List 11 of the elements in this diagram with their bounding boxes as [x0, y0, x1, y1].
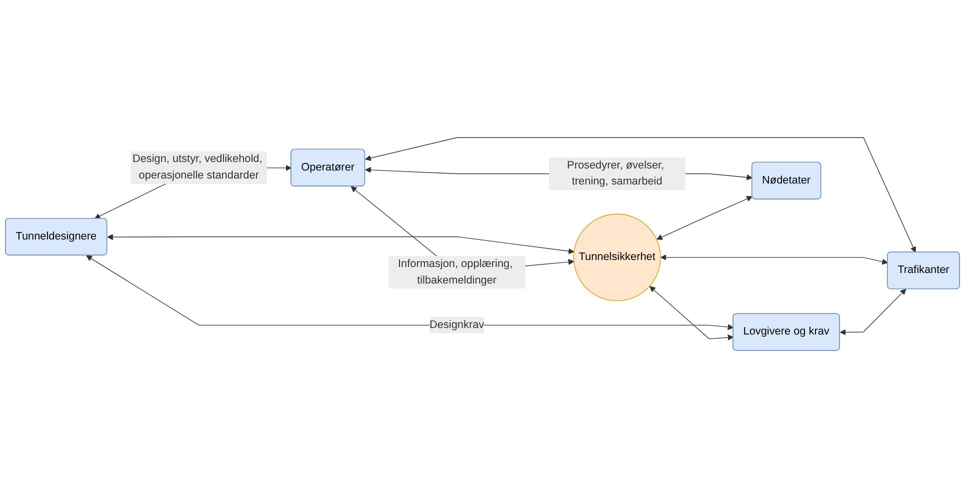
arrow	[650, 286, 734, 340]
arrow	[660, 254, 888, 265]
arrow	[86, 255, 734, 330]
edge-label: Informasjon, opplæring, tilbakemeldinger	[398, 258, 513, 286]
arrow	[107, 234, 574, 254]
edge-label: Design, utstyr, vedlikehold, operasjonelle standarder	[132, 153, 262, 182]
edge-label: Designkrav	[430, 319, 484, 331]
edge-label: Prosedyrer, øvelser, trening, samarbeid	[567, 159, 664, 188]
arrow	[656, 196, 752, 240]
arrow	[840, 288, 906, 336]
node-circle: Tunnelsikkerhet	[573, 214, 661, 302]
